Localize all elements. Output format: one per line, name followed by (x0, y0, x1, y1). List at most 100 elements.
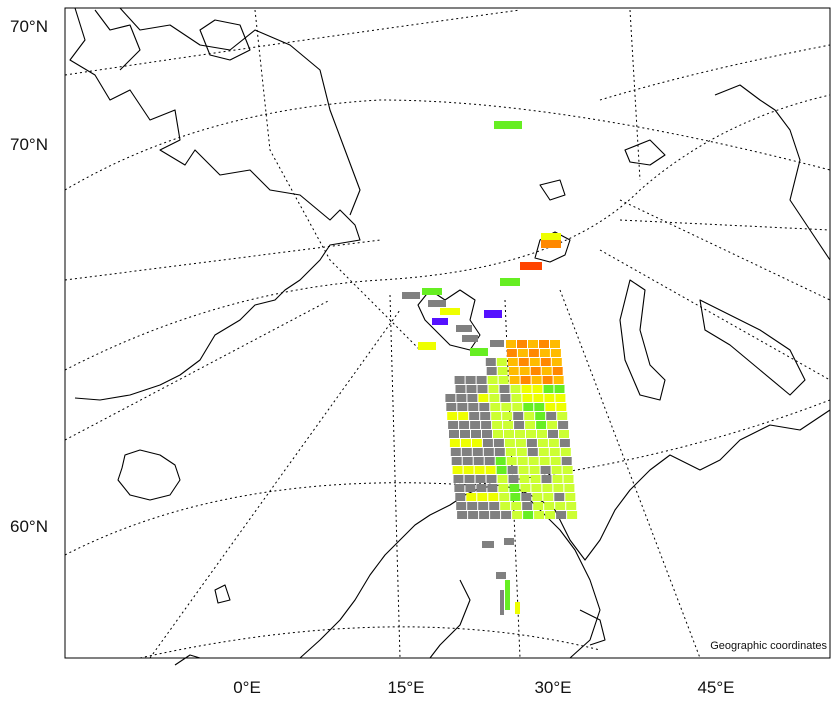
data-cell (554, 385, 565, 393)
data-cell (518, 358, 529, 366)
data-cell (478, 502, 489, 510)
data-cell (549, 448, 560, 456)
lon-label: 15°E (387, 678, 424, 697)
data-cell (517, 349, 528, 357)
data-cell (563, 475, 574, 483)
data-cell (497, 475, 508, 483)
data-cell (486, 367, 497, 375)
data-cell (524, 412, 535, 420)
data-cell (512, 403, 523, 411)
data-cell (506, 340, 516, 348)
data-cell (511, 394, 522, 402)
data-cell (546, 412, 557, 420)
data-cell (469, 412, 480, 420)
data-cell (521, 493, 532, 501)
data-cell (545, 403, 556, 411)
data-cell (490, 340, 504, 347)
data-cell (487, 376, 498, 384)
data-cell (500, 590, 504, 615)
data-cell (479, 511, 490, 519)
data-cell (471, 430, 481, 438)
parallel-line (599, 44, 831, 101)
data-cell (470, 348, 488, 356)
data-cell (533, 394, 544, 402)
data-cell (517, 340, 527, 348)
data-cell (515, 430, 525, 438)
data-cell (456, 394, 467, 402)
data-cell (550, 457, 561, 465)
canadian-island (199, 19, 251, 61)
data-cell (449, 439, 460, 447)
data-cell (465, 484, 476, 492)
data-cell (559, 439, 570, 447)
data-cell (530, 475, 541, 483)
data-cell (505, 448, 516, 456)
data-cell (558, 421, 569, 429)
data-cell (517, 457, 528, 465)
data-cell (489, 394, 500, 402)
data-cell (480, 412, 491, 420)
data-cell (527, 448, 538, 456)
data-cell (495, 457, 506, 465)
data-cell (484, 310, 502, 318)
data-cell (537, 430, 547, 438)
white-sea-coast (579, 609, 606, 646)
data-cell (473, 457, 484, 465)
data-cell (448, 421, 459, 429)
data-cell (447, 412, 458, 420)
taymyr-coast (624, 139, 666, 166)
data-cell (497, 367, 508, 375)
data-cell (456, 502, 467, 510)
meridian-line (64, 299, 331, 441)
data-cell (551, 466, 562, 474)
arctic-island-small (174, 654, 201, 666)
data-cell (445, 394, 456, 402)
data-cell (550, 340, 560, 348)
data-cell (487, 484, 498, 492)
data-cell (567, 511, 578, 519)
data-cell (562, 466, 573, 474)
data-cell (475, 475, 486, 483)
data-cell (514, 421, 525, 429)
data-cell (528, 457, 539, 465)
data-cell (493, 439, 504, 447)
data-cell (482, 439, 493, 447)
data-cell (551, 358, 562, 366)
data-cell (467, 394, 478, 402)
data-cell (531, 484, 542, 492)
data-cell (492, 421, 503, 429)
data-cell (477, 493, 488, 501)
data-cell (539, 340, 549, 348)
baltic-coast (429, 579, 471, 659)
data-cell (509, 484, 520, 492)
data-cell (499, 385, 510, 393)
data-cell (556, 403, 567, 411)
data-cell (461, 448, 472, 456)
data-cell (462, 335, 478, 342)
data-cell (462, 457, 473, 465)
data-cell (539, 457, 550, 465)
projection-note: Geographic coordinates (710, 640, 827, 652)
data-cell (566, 502, 577, 510)
data-cell (428, 300, 446, 307)
lon-label: 0°E (233, 678, 261, 697)
data-cell (542, 484, 553, 492)
data-cell (479, 403, 490, 411)
data-cell (494, 448, 505, 456)
data-cell (453, 475, 464, 483)
data-cell (498, 484, 509, 492)
meridian-line (254, 9, 421, 351)
data-cell (422, 288, 442, 295)
data-cell (535, 412, 546, 420)
ellesmere-coast (94, 9, 141, 71)
data-cell (532, 385, 543, 393)
data-cell (508, 367, 519, 375)
data-cell (485, 466, 496, 474)
data-cell (468, 403, 479, 411)
data-cell (432, 318, 448, 325)
data-cell (457, 403, 468, 411)
data-cell (528, 340, 538, 348)
data-cell (540, 358, 551, 366)
